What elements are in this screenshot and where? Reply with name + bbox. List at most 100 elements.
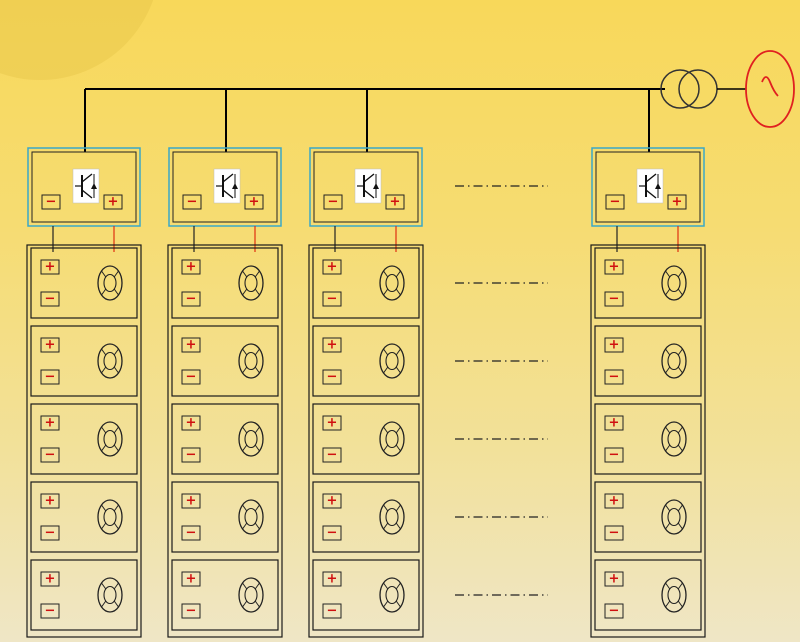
cell-spoke bbox=[395, 600, 401, 608]
terminal-box bbox=[322, 259, 342, 275]
cell-spoke bbox=[254, 504, 260, 512]
terminal-label: + bbox=[327, 494, 338, 509]
battery-module-inner bbox=[30, 559, 138, 631]
cell-cross-icon bbox=[238, 499, 264, 535]
terminal-label: + bbox=[609, 572, 620, 587]
terminal-label: + bbox=[609, 338, 620, 353]
battery-module-inner bbox=[171, 247, 279, 319]
terminal-label: + bbox=[609, 416, 620, 431]
terminal-box bbox=[40, 447, 60, 463]
terminal-label: + bbox=[108, 195, 119, 210]
cell-spoke bbox=[242, 270, 248, 278]
terminal-box bbox=[40, 525, 60, 541]
positive-terminal: + bbox=[604, 493, 624, 509]
cell-inner-ring bbox=[385, 273, 399, 293]
terminal-box bbox=[323, 194, 343, 210]
positive-terminal: + bbox=[322, 259, 342, 275]
positive-terminal: + bbox=[181, 415, 201, 431]
negative-terminal: − bbox=[181, 291, 201, 307]
terminal-box bbox=[322, 603, 342, 619]
cell-spoke bbox=[101, 522, 107, 530]
negative-terminal: − bbox=[182, 194, 202, 210]
cell-spoke bbox=[101, 288, 107, 296]
igbt-switch-icon bbox=[636, 168, 664, 204]
negative-terminal: − bbox=[41, 194, 61, 210]
cell-spoke bbox=[242, 504, 248, 512]
battery-module-inner bbox=[312, 481, 420, 553]
terminal-box bbox=[604, 369, 624, 385]
negative-terminal: − bbox=[40, 291, 60, 307]
negative-terminal: − bbox=[40, 369, 60, 385]
terminal-box bbox=[604, 571, 624, 587]
cell-inner-ring bbox=[385, 429, 399, 449]
igbt-emitter bbox=[645, 189, 657, 199]
cell-inner-ring bbox=[385, 507, 399, 527]
cell-spoke bbox=[254, 426, 260, 434]
cell-cross-icon bbox=[97, 577, 123, 613]
cell-outer-ring bbox=[238, 343, 264, 379]
converter-block: −+ bbox=[309, 147, 423, 227]
cell-spoke bbox=[677, 600, 683, 608]
battery-module-inner bbox=[312, 247, 420, 319]
cell-spoke bbox=[665, 600, 671, 608]
negative-terminal: − bbox=[40, 447, 60, 463]
cell-spoke bbox=[242, 426, 248, 434]
cell-cross-icon bbox=[661, 577, 687, 613]
cell-spoke bbox=[665, 522, 671, 530]
terminal-label: − bbox=[45, 526, 56, 541]
negative-terminal: − bbox=[40, 603, 60, 619]
cell-spoke bbox=[395, 522, 401, 530]
terminal-box bbox=[40, 259, 60, 275]
cell-spoke bbox=[254, 522, 260, 530]
cell-spoke bbox=[242, 288, 248, 296]
cell-spoke bbox=[395, 444, 401, 452]
igbt-diode bbox=[655, 183, 661, 189]
igbt-emitter bbox=[363, 189, 375, 199]
cell-inner-ring bbox=[244, 429, 258, 449]
cell-inner-ring bbox=[103, 507, 117, 527]
battery-module: +− bbox=[594, 481, 702, 553]
positive-terminal: + bbox=[604, 415, 624, 431]
positive-terminal: + bbox=[604, 571, 624, 587]
terminal-label: − bbox=[45, 370, 56, 385]
cell-cross-icon bbox=[238, 343, 264, 379]
cell-spoke bbox=[677, 504, 683, 512]
terminal-label: + bbox=[327, 572, 338, 587]
positive-terminal: + bbox=[103, 194, 123, 210]
terminal-label: − bbox=[45, 604, 56, 619]
terminal-label: + bbox=[186, 572, 197, 587]
negative-terminal: − bbox=[181, 525, 201, 541]
terminal-label: + bbox=[249, 195, 260, 210]
terminal-box bbox=[604, 415, 624, 431]
battery-string: −++−+−+−+−+− bbox=[167, 89, 283, 638]
positive-terminal: + bbox=[181, 259, 201, 275]
negative-terminal: − bbox=[604, 447, 624, 463]
positive-terminal: + bbox=[40, 571, 60, 587]
cell-inner-ring bbox=[103, 429, 117, 449]
terminal-box bbox=[322, 571, 342, 587]
battery-module-inner bbox=[312, 325, 420, 397]
positive-terminal: + bbox=[244, 194, 264, 210]
terminal-box bbox=[322, 337, 342, 353]
cell-outer-ring bbox=[661, 499, 687, 535]
cell-spoke bbox=[395, 348, 401, 356]
terminal-label: − bbox=[327, 526, 338, 541]
cell-spoke bbox=[383, 348, 389, 356]
terminal-label: + bbox=[186, 260, 197, 275]
cell-cross-icon bbox=[379, 577, 405, 613]
terminal-box bbox=[604, 337, 624, 353]
battery-module-inner bbox=[594, 325, 702, 397]
cell-outer-ring bbox=[97, 577, 123, 613]
cell-spoke bbox=[113, 288, 119, 296]
battery-module: +− bbox=[30, 247, 138, 319]
cell-spoke bbox=[254, 444, 260, 452]
negative-terminal: − bbox=[322, 525, 342, 541]
igbt-collector bbox=[81, 173, 93, 183]
terminal-label: + bbox=[327, 260, 338, 275]
cell-outer-ring bbox=[661, 265, 687, 301]
negative-terminal: − bbox=[322, 603, 342, 619]
cell-spoke bbox=[242, 582, 248, 590]
cell-spoke bbox=[395, 270, 401, 278]
cell-spoke bbox=[101, 600, 107, 608]
